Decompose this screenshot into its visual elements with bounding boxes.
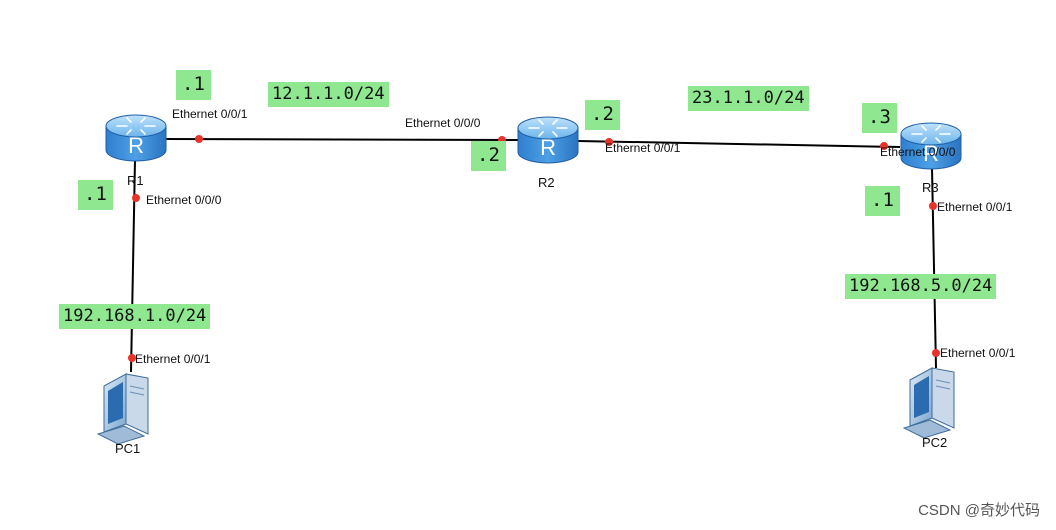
pc-pc1[interactable]: [97, 373, 149, 445]
link-r1-pc1[interactable]: [130, 159, 136, 373]
link-r3-pc2[interactable]: [931, 167, 937, 369]
port-dot-pc2-e001[interactable]: [932, 349, 940, 357]
port-dot-pc1-e001[interactable]: [128, 354, 136, 362]
ip-label-r3-e001: .1: [865, 186, 900, 216]
ip-label-r1-e000: .1: [78, 180, 113, 210]
network-label-r3-pc2: 192.168.5.0/24: [845, 274, 997, 300]
link-r2-r3[interactable]: [577, 140, 901, 148]
ip-label-r1-e001: .1: [176, 70, 211, 100]
port-label-r2-e000: Ethernet 0/0/0: [405, 116, 481, 130]
device-name-r2: R2: [538, 175, 555, 190]
ip-label-r2-e000: .2: [471, 141, 506, 171]
port-label-r3-e000: Ethernet 0/0/0: [880, 145, 956, 159]
watermark: CSDN @奇妙代码: [918, 502, 1040, 519]
network-label-r1-pc1: 192.168.1.0/24: [59, 304, 211, 330]
port-dot-r2-e001[interactable]: [605, 138, 613, 146]
port-label-r1-e001: Ethernet 0/0/1: [172, 107, 248, 121]
link-r1-r2[interactable]: [164, 138, 519, 141]
port-label-r1-e000: Ethernet 0/0/0: [146, 193, 222, 207]
port-dots: [128, 135, 940, 362]
port-dot-r3-e001[interactable]: [929, 202, 937, 210]
network-label-r2-r3: 23.1.1.0/24: [688, 86, 809, 112]
links: [130, 138, 937, 373]
port-label-r2-e001: Ethernet 0/0/1: [605, 141, 681, 155]
pc-pc2[interactable]: [903, 367, 955, 439]
router-r2[interactable]: [517, 116, 579, 164]
port-label-pc2-e001: Ethernet 0/0/1: [940, 346, 1016, 360]
port-dot-r3-e000[interactable]: [880, 142, 888, 150]
device-name-r3: R3: [922, 180, 939, 195]
port-dot-r1-e001[interactable]: [195, 135, 203, 143]
ip-label-r2-e001: .2: [585, 100, 620, 130]
device-name-pc1: PC1: [115, 441, 141, 456]
port-dot-r1-e000[interactable]: [132, 194, 140, 202]
port-label-pc1-e001: Ethernet 0/0/1: [135, 352, 211, 366]
router-r1[interactable]: [105, 114, 167, 162]
device-name-pc2: PC2: [922, 435, 948, 450]
port-label-r3-e001: Ethernet 0/0/1: [937, 200, 1013, 214]
device-name-r1: R1: [127, 173, 144, 188]
network-label-r1-r2: 12.1.1.0/24: [268, 82, 389, 108]
ip-label-r3-e000: .3: [862, 103, 897, 133]
